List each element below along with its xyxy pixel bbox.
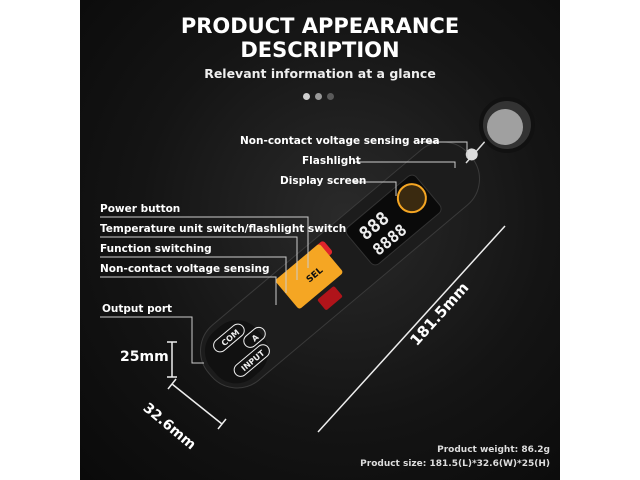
port-input (233, 344, 270, 377)
multimeter-pen: 888 8888 SEL COM A INPUT (200, 141, 480, 389)
carousel-dot-1[interactable] (303, 93, 310, 100)
page-title-line2: DESCRIPTION (240, 38, 400, 62)
page-subtitle: Relevant information at a glance (204, 66, 436, 81)
label-power: Power button (100, 203, 181, 215)
label-temp-switch: Temperature unit switch/flashlight switc… (100, 223, 347, 235)
leader-lines (100, 141, 468, 364)
label-function: Function switching (100, 243, 212, 255)
label-ncv: Non-contact voltage sensing (100, 263, 270, 275)
port-a (243, 326, 266, 348)
dimension-lines (167, 225, 506, 433)
display-dial (396, 183, 427, 214)
port-com (213, 323, 245, 353)
dimension-height: 25mm (120, 349, 169, 365)
orange-buttons[interactable] (275, 243, 344, 309)
spec-size: Product size: 181.5(L)*32.6(W)*25(H) (360, 459, 550, 469)
label-sensing-area: Non-contact voltage sensing area (240, 135, 440, 147)
carousel-dot-3[interactable] (327, 93, 334, 100)
label-flashlight: Flashlight (302, 155, 361, 167)
flashlight-tip (465, 148, 478, 161)
carousel-dot-2[interactable] (315, 93, 322, 100)
port-a-label: A (250, 332, 261, 343)
mode-badge (317, 286, 343, 310)
label-display: Display screen (280, 175, 367, 187)
label-output: Output port (102, 303, 173, 315)
page-title-line1: PRODUCT APPEARANCE (180, 14, 460, 38)
spec-weight: Product weight: 86.2g (437, 445, 550, 455)
